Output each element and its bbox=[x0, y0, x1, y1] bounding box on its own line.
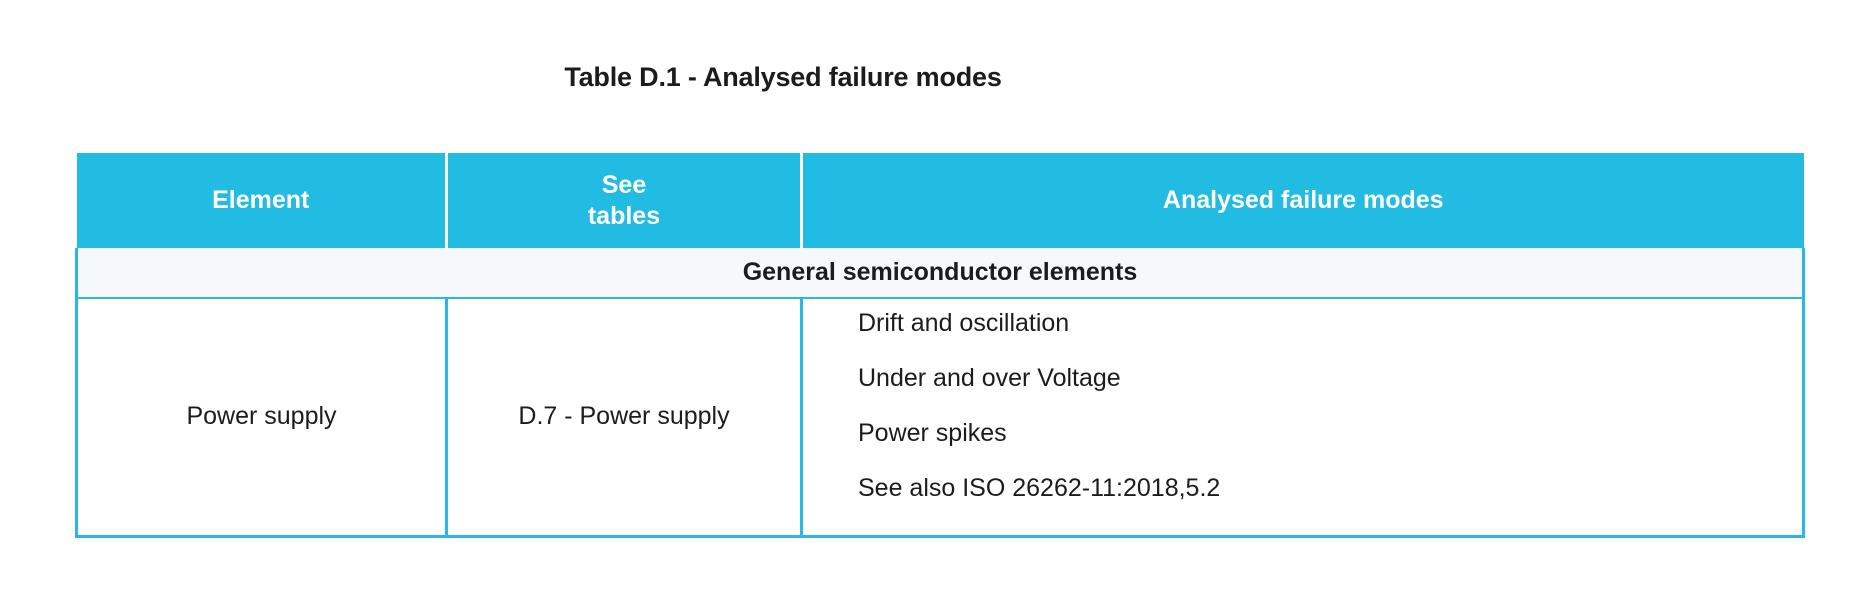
table-header: Element See tables Analysed failure mode… bbox=[76, 153, 1804, 248]
column-header-see-tables: See tables bbox=[445, 153, 802, 248]
table-row: Power supply D.7 - Power supply Drift an… bbox=[75, 298, 1805, 538]
failure-mode-item: Under and over Voltage bbox=[858, 364, 1121, 393]
failure-mode-item: Drift and oscillation bbox=[858, 309, 1070, 338]
table-header-row: Element See tables Analysed failure mode… bbox=[76, 153, 1804, 248]
column-header-see-tables-line1: See bbox=[601, 171, 647, 199]
column-header-see-tables-line2: tables bbox=[587, 201, 661, 230]
table-title: Table D.1 - Analysed failure modes bbox=[564, 62, 1002, 92]
cell-analysed-failure-modes: Drift and oscillation Under and over Vol… bbox=[800, 298, 1805, 538]
table-body: General semiconductor elements Power sup… bbox=[75, 248, 1805, 538]
table-group-row: General semiconductor elements bbox=[75, 248, 1805, 299]
group-row-label-general-semiconductor-elements: General semiconductor elements bbox=[75, 248, 1805, 299]
column-header-element: Element bbox=[76, 153, 447, 248]
failure-mode-item: Power spikes bbox=[858, 419, 1007, 448]
column-header-analysed-failure-modes: Analysed failure modes bbox=[800, 153, 1804, 248]
analysed-failure-modes-table: Element See tables Analysed failure mode… bbox=[75, 153, 1805, 538]
failure-mode-item: See also ISO 26262-11:2018,5.2 bbox=[858, 474, 1221, 503]
failure-mode-list: Drift and oscillation Under and over Vol… bbox=[858, 311, 1801, 522]
cell-see-tables: D.7 - Power supply bbox=[445, 298, 802, 538]
cell-element: Power supply bbox=[75, 298, 447, 538]
